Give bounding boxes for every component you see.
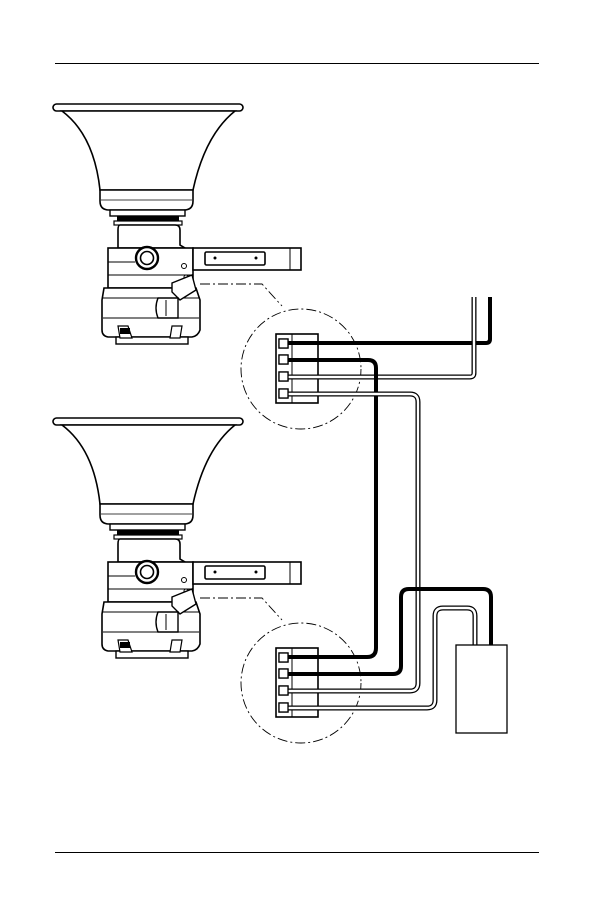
horn-speaker-lower: [53, 418, 301, 658]
wire-upper-t2-to-lower-t1: [288, 360, 376, 657]
horn-speaker-upper: [53, 104, 301, 344]
terminal-block-upper: [241, 309, 361, 429]
end-of-line-device: [456, 645, 507, 733]
wire-upper-t4-to-lower-t3: [288, 394, 418, 691]
terminal-block-lower: [241, 623, 361, 743]
terminal-screws: [279, 339, 288, 712]
